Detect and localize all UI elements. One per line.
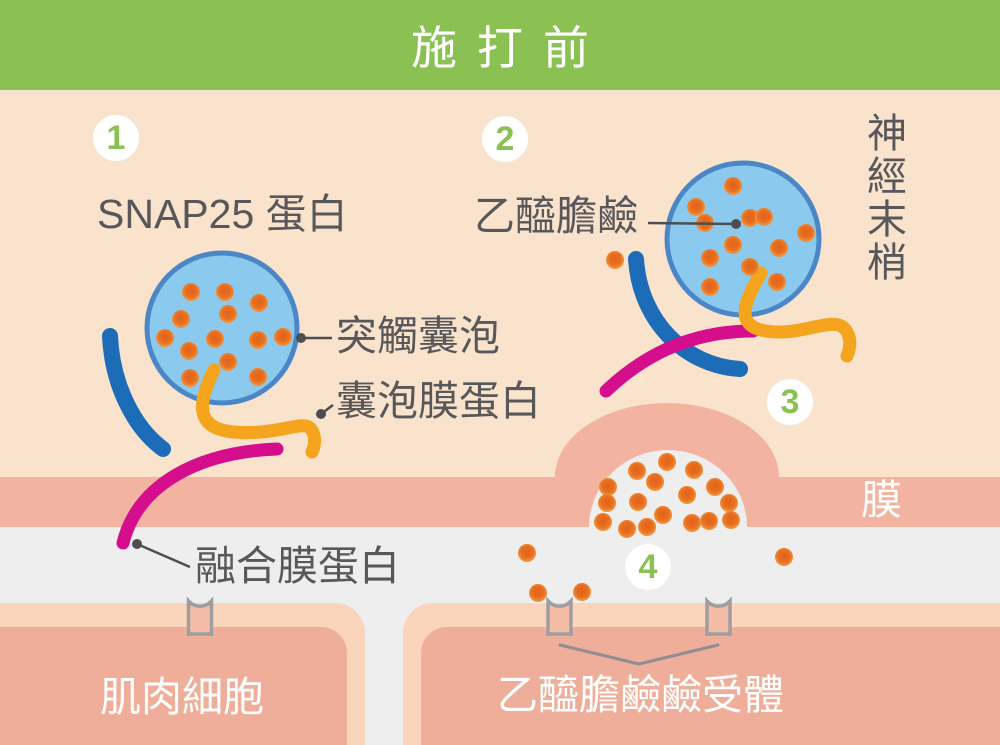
acetylcholine-dot <box>741 209 759 227</box>
vesicle-membrane-protein-left <box>196 363 321 459</box>
acetylcholine-dot <box>775 548 793 566</box>
fusion-membrane-protein-right <box>599 324 760 398</box>
acetylcholine-dot <box>685 461 703 479</box>
synaptic-vesicle-right <box>664 160 822 318</box>
acetylcholine-dot <box>629 493 647 511</box>
acetylcholine-dot <box>722 511 740 529</box>
acetylcholine-dot <box>249 331 267 349</box>
title-bar: 施打前 <box>0 0 1000 90</box>
acetylcholine-dot <box>219 353 237 371</box>
muscle-cell-left-inner <box>0 627 347 745</box>
acetylcholine-dot <box>618 520 636 538</box>
label-muscle-cell: 肌肉細胞 <box>100 674 264 720</box>
acetylcholine-dot <box>249 368 267 386</box>
pointer-vesicle-membrane-protein <box>316 404 334 419</box>
label-snap25-protein: SNAP25 蛋白 <box>97 191 348 237</box>
acetylcholine-dot <box>573 583 591 601</box>
acetylcholine-dot <box>206 330 224 348</box>
acetylcholine-dot <box>741 258 759 276</box>
pointer-synaptic-vesicle <box>296 333 332 343</box>
acetylcholine-dot <box>755 208 773 226</box>
synaptic-vesicle-left <box>144 250 300 406</box>
fusion-membrane-protein-left <box>116 442 284 550</box>
acetylcholine-dot <box>658 453 676 471</box>
page-title: 施打前 <box>411 22 609 74</box>
acetylcholine-dot <box>720 494 738 512</box>
step-badge-2: 2 <box>482 116 528 162</box>
acetylcholine-dots-release <box>594 453 740 538</box>
acetylcholine-dot <box>599 478 617 496</box>
pointer-fusion-membrane-protein <box>132 539 191 569</box>
step-badge-3: 3 <box>767 379 813 425</box>
label-nerve-terminal: 神經末梢 <box>861 112 905 284</box>
acetylcholine-dot <box>700 512 718 530</box>
acetylcholine-dot <box>606 251 624 269</box>
acetylcholine-dot <box>724 177 742 195</box>
acetylcholine-dot <box>724 236 742 254</box>
acetylcholine-dot <box>683 514 701 532</box>
vesicle-membrane-protein-right <box>738 266 857 363</box>
label-synaptic-vesicle: 突觸囊泡 <box>336 313 500 359</box>
acetylcholine-dot <box>797 224 815 242</box>
receptor-right-2 <box>705 596 732 636</box>
acetylcholine-dot <box>156 329 174 347</box>
acetylcholine-dot <box>180 342 198 360</box>
acetylcholine-dots-vesicle-right <box>687 177 815 296</box>
acetylcholine-dot <box>172 310 190 328</box>
acetylcholine-dot <box>646 473 664 491</box>
acetylcholine-dot <box>598 494 616 512</box>
label-acetylcholine: 乙醯膽鹼 <box>474 193 638 239</box>
acetylcholine-dot <box>701 278 719 296</box>
acetylcholine-dot <box>216 283 234 301</box>
label-vesicle-membrane-protein: 囊泡膜蛋白 <box>336 378 541 424</box>
acetylcholine-dot <box>706 478 724 496</box>
receptor-right-1 <box>546 596 573 636</box>
acetylcholine-dot <box>594 513 612 531</box>
acetylcholine-dot <box>768 273 786 291</box>
acetylcholine-dot <box>181 369 199 387</box>
acetylcholine-dot <box>687 198 705 216</box>
acetylcholine-dot <box>219 305 237 323</box>
snap25-protein-right <box>628 251 748 377</box>
receptor-bracket <box>558 643 720 666</box>
acetylcholine-dot <box>250 294 268 312</box>
step-badge-4: 4 <box>625 544 671 590</box>
muscle-cell-right-inner <box>421 627 1000 745</box>
snap25-protein-left <box>102 328 171 457</box>
label-acetylcholine-receptor: 乙醯膽鹼鹼受體 <box>497 672 784 718</box>
receptor-left-cell <box>186 596 214 636</box>
pointer-acetylcholine <box>647 219 741 229</box>
acetylcholine-dot <box>654 506 672 524</box>
membrane-bump <box>555 403 779 477</box>
acetylcholine-dots-vesicle-left <box>156 283 292 387</box>
acetylcholine-dot <box>770 239 788 257</box>
acetylcholine-dot <box>182 283 200 301</box>
acetylcholine-dot <box>518 544 536 562</box>
acetylcholine-dot <box>529 584 547 602</box>
acetylcholine-dot <box>701 249 719 267</box>
label-membrane: 膜 <box>861 477 902 523</box>
acetylcholine-dots-cleft <box>518 251 793 602</box>
label-fusion-membrane-protein: 融合膜蛋白 <box>195 543 400 589</box>
acetylcholine-dot <box>274 328 292 346</box>
step-badge-1: 1 <box>93 115 139 161</box>
acetylcholine-dot <box>678 486 696 504</box>
acetylcholine-dot <box>638 518 656 536</box>
acetylcholine-dot <box>628 462 646 480</box>
